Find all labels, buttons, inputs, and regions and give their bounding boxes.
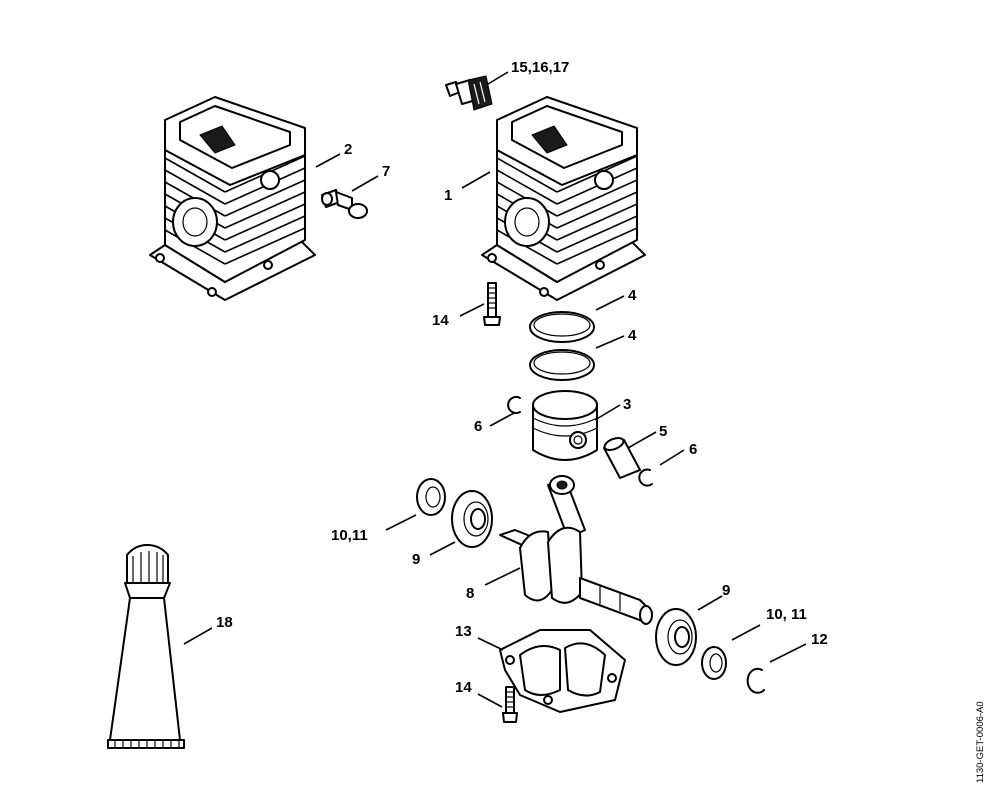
snap-ring-drawing <box>746 667 765 694</box>
callout-9-left: 9 <box>412 551 420 568</box>
circlip-right-drawing <box>638 468 653 487</box>
callout-14-bottom: 14 <box>455 679 472 696</box>
plug-drawing <box>321 189 368 219</box>
callout-15-16-17: 15,16,17 <box>511 59 569 76</box>
callout-8: 8 <box>466 585 474 602</box>
bearing-right-drawing <box>655 608 697 666</box>
oil-seal-left-drawing <box>416 478 446 516</box>
oil-seal-right-drawing <box>701 646 727 680</box>
callout-9-right: 9 <box>722 582 730 599</box>
drawing-id-label: 1130-GET-0006-A0 <box>975 701 986 783</box>
callout-10-11-right: 10, 11 <box>766 606 807 623</box>
callout-4-bottom: 4 <box>628 327 637 344</box>
callout-2: 2 <box>344 141 352 158</box>
cylinder-drawing <box>481 96 646 301</box>
bearing-left-drawing <box>451 490 493 548</box>
callout-3: 3 <box>623 396 631 413</box>
callout-13: 13 <box>455 623 472 640</box>
callout-6-right: 6 <box>689 441 697 458</box>
callout-12: 12 <box>811 631 828 648</box>
decompression-valve-drawing <box>445 75 493 111</box>
piston-drawing <box>532 390 598 461</box>
callout-4-top: 4 <box>628 287 637 304</box>
piston-pin-drawing <box>603 437 641 479</box>
callout-14-top: 14 <box>432 312 449 329</box>
callout-18: 18 <box>216 614 233 631</box>
cylinder-left-drawing <box>149 96 316 301</box>
crankcase-half-drawing <box>499 629 626 713</box>
callout-5: 5 <box>659 423 667 440</box>
callout-6-left: 6 <box>474 418 482 435</box>
leader-lines <box>183 71 807 708</box>
callout-1: 1 <box>444 187 452 204</box>
grease-tube-drawing <box>107 544 185 749</box>
piston-rings-drawing <box>529 311 595 381</box>
circlip-left-drawing <box>507 396 521 414</box>
screw-top-drawing <box>483 282 501 326</box>
callout-10-11-left: 10,11 <box>331 527 368 544</box>
crankshaft-drawing <box>499 475 653 625</box>
screw-bottom-drawing <box>502 686 518 723</box>
callout-7: 7 <box>382 163 390 180</box>
